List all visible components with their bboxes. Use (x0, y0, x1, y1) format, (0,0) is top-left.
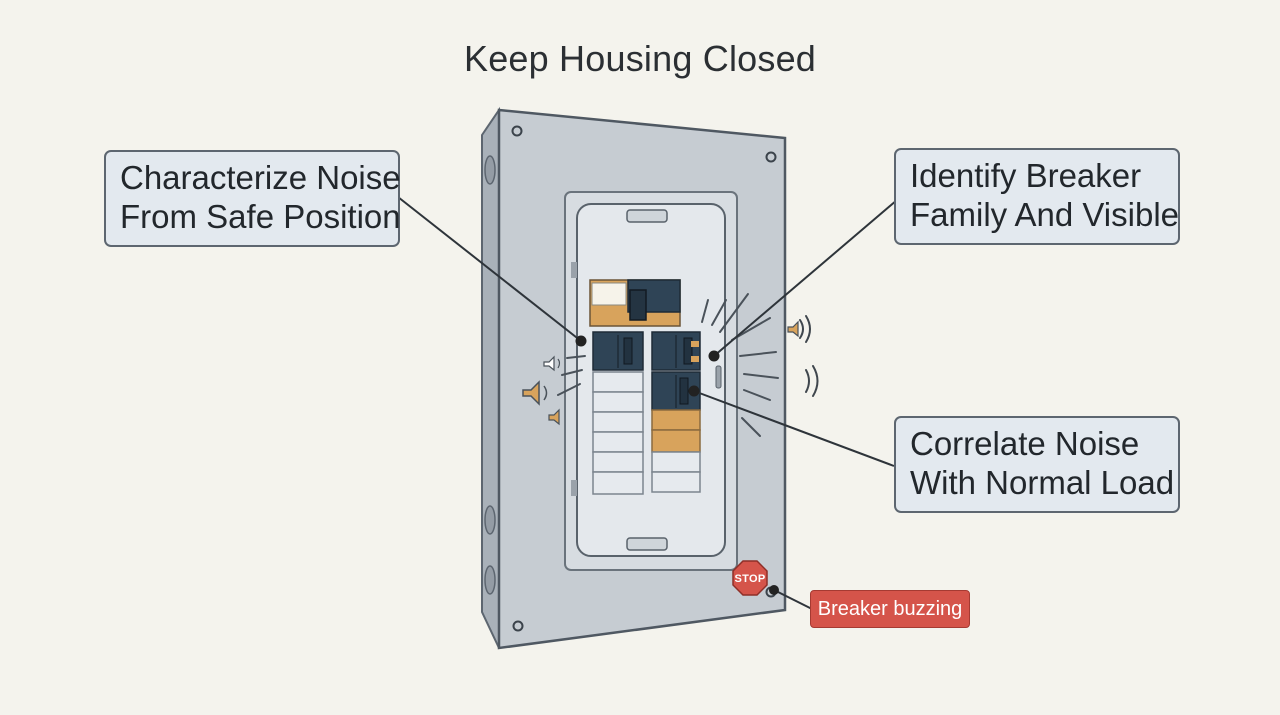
leader-lines (397, 196, 898, 610)
callout-identify-breaker: Identify Breaker Family And Visible (894, 148, 1180, 245)
diagram-title: Keep Housing Closed (463, 38, 817, 79)
breaker-right-tan (651, 429, 701, 453)
callout-line: Family And Visible (910, 196, 1180, 233)
cover-screw (765, 151, 777, 163)
breaker-right-tan (651, 409, 701, 431)
callout-line: From Safe Position (120, 198, 401, 235)
speaker-icon (543, 355, 561, 372)
callout-characterize-noise: Characterize Noise From Safe Position (104, 150, 401, 247)
panel-indicator (715, 365, 722, 389)
sound-wave-icon (805, 365, 819, 397)
speaker-icon (522, 380, 548, 406)
stop-sign-text: STOP (734, 573, 766, 585)
stop-sign-icon (732, 560, 768, 596)
leader-dot (769, 585, 779, 595)
callout-correlate-noise: Correlate Noise With Normal Load (894, 416, 1180, 513)
sound-wave-icon (799, 315, 811, 343)
callout-line: Characterize Noise (120, 159, 401, 196)
cover-screw (511, 125, 523, 137)
knockout (484, 565, 496, 595)
cover-screw (512, 620, 524, 632)
callout-line: Correlate Noise (910, 425, 1140, 462)
breaker-left-blanks (592, 371, 644, 495)
side-tab (571, 262, 577, 278)
vibration-lines (557, 293, 779, 437)
side-tab (571, 480, 577, 496)
breaker-right-blanks (651, 451, 701, 493)
leader-dot (575, 335, 587, 347)
main-breaker-handle (629, 289, 647, 321)
leader-dot (688, 385, 700, 397)
breaker-buzzing-tag: Breaker buzzing (810, 590, 970, 628)
main-breaker-sticker (591, 282, 627, 306)
speaker-icon (787, 320, 799, 338)
knockout (484, 505, 496, 535)
latch-top (626, 209, 668, 223)
speaker-icon (548, 408, 560, 426)
callout-line: Identify Breaker (910, 157, 1142, 194)
callout-line: With Normal Load (910, 464, 1175, 501)
knockout (484, 155, 496, 185)
leader-dot (708, 350, 720, 362)
latch-bottom (626, 537, 668, 551)
